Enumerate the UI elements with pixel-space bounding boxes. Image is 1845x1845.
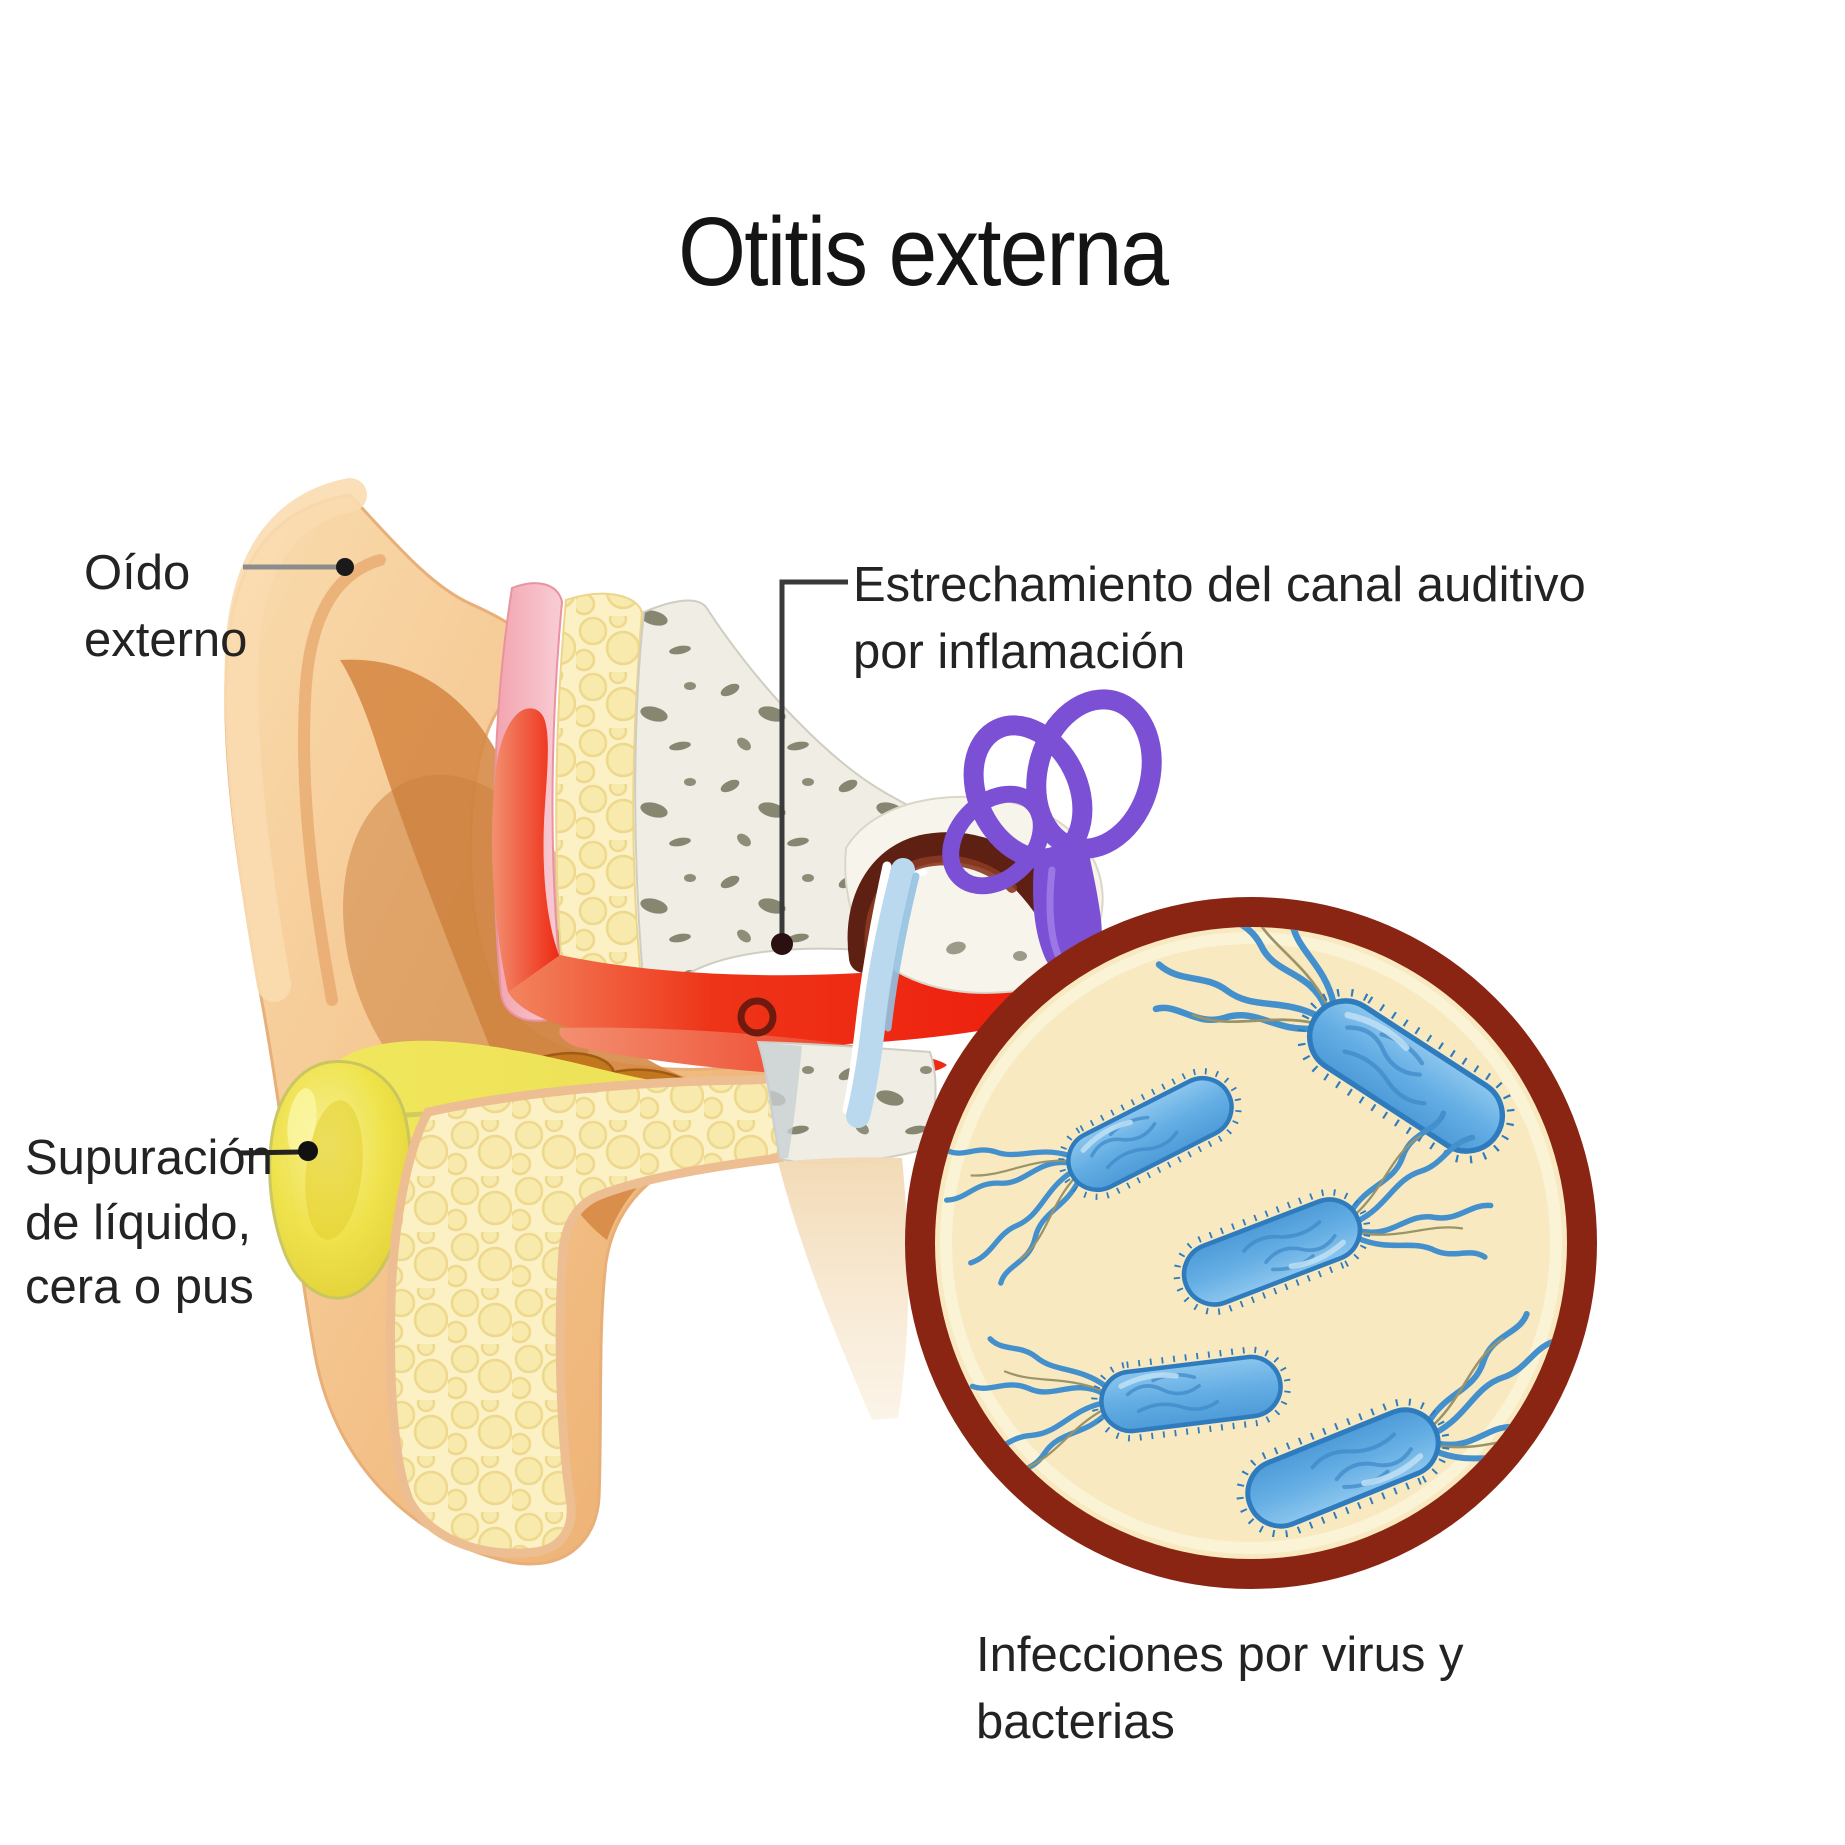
diagram-title: Otitis externa	[677, 197, 1169, 306]
leader-line-suppuration	[239, 1149, 301, 1156]
canal-floor-cone	[778, 1157, 909, 1420]
label-canal-narrowing-line1: Estrechamiento del canal auditivo	[853, 558, 1586, 612]
inflammation-hook	[492, 708, 560, 992]
eardrum	[846, 858, 915, 1128]
magnifier-source-ring	[737, 997, 777, 1037]
label-suppuration-line1: Supuración	[25, 1131, 273, 1185]
leader-dot-suppuration	[298, 1141, 318, 1161]
leader-lines	[239, 558, 848, 1161]
label-infections-line1: Infecciones por virus y	[976, 1628, 1464, 1682]
label-outer-ear: Oído externo	[84, 540, 247, 673]
leader-dot-canal-narrowing	[771, 933, 793, 955]
label-suppuration: Supuración de líquido, cera o pus	[25, 1126, 273, 1320]
magnifier-circle	[905, 897, 1597, 1589]
semicircular-canal	[942, 785, 1050, 895]
label-infections-line2: bacterias	[976, 1694, 1175, 1749]
label-suppuration-line2: de líquido,	[25, 1195, 252, 1250]
label-canal-narrowing: Estrechamiento del canal auditivo por in…	[853, 552, 1586, 685]
label-canal-narrowing-line2: por inflamación	[853, 624, 1186, 679]
label-suppuration-line3: cera o pus	[25, 1260, 254, 1315]
semicircular-canal	[1026, 689, 1162, 859]
fat-tissue-upper	[555, 592, 646, 1019]
leader-line-canal-narrowing	[779, 579, 848, 937]
label-outer-ear-line2: externo	[84, 612, 248, 667]
leader-dot-outer-ear	[336, 558, 354, 576]
label-infections: Infecciones por virus y bacterias	[976, 1622, 1464, 1755]
label-outer-ear-line1: Oído	[84, 546, 191, 600]
fat-tissue-lower	[386, 1073, 790, 1558]
